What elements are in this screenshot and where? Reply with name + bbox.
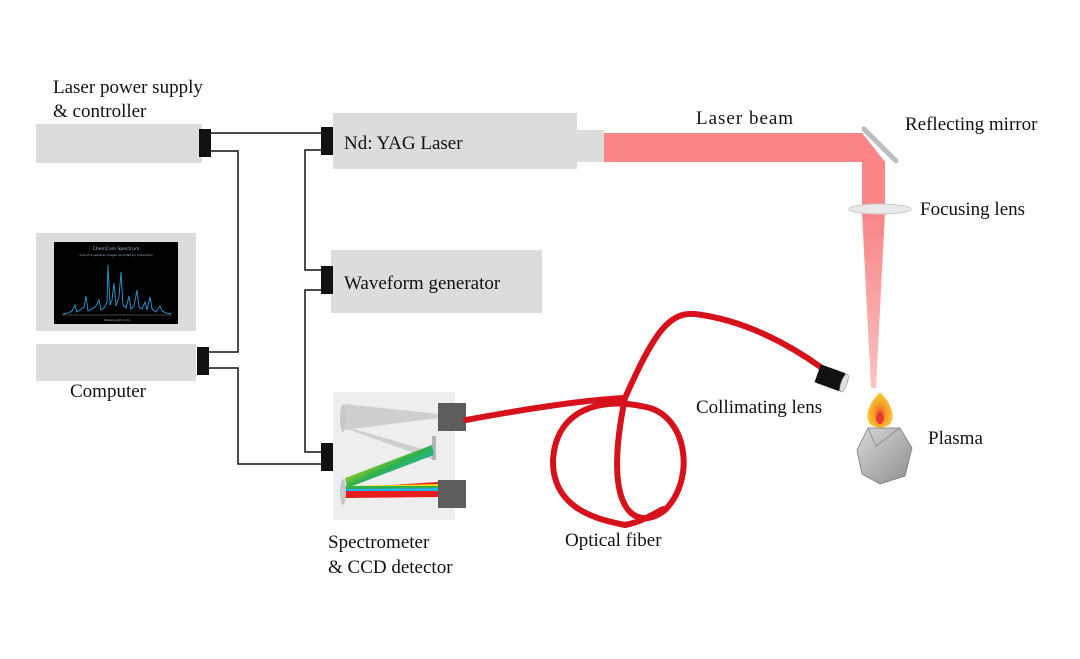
wire-waveform-to-spectrometer <box>304 289 321 453</box>
supply-connector <box>199 129 211 157</box>
reflecting-mirror-label: Reflecting mirror <box>905 114 1038 135</box>
laser-power-supply-box <box>36 124 202 163</box>
plasma-sample: Plasma <box>856 392 983 485</box>
optical-fiber: Optical fiber <box>463 310 825 551</box>
lens-icon <box>848 203 912 215</box>
focusing-lens-label: Focusing lens <box>920 199 1025 220</box>
collimating-mirror-icon <box>340 404 346 432</box>
reflecting-mirror: Reflecting mirror <box>861 114 1038 164</box>
rock-sample-icon <box>856 427 913 485</box>
spectrometer: Spectrometer & CCD detector <box>321 392 466 578</box>
wiring <box>209 132 321 465</box>
screen-xlabel: Wavelength (nm) <box>104 318 130 322</box>
nd-yag-laser-label: Nd: YAG Laser <box>344 133 463 154</box>
plasma-flame-icon <box>867 392 893 428</box>
nd-yag-laser: Nd: YAG Laser <box>321 113 604 169</box>
laser-beam-label: Laser beam <box>696 108 794 129</box>
laser-body <box>333 113 577 169</box>
spectrometer-label-1: Spectrometer <box>328 532 430 553</box>
wire-laser-to-waveform <box>304 149 321 271</box>
laser-aperture <box>577 130 604 162</box>
dispersed-spectrum-upper <box>345 445 434 488</box>
wire-supply-to-computer <box>209 150 239 353</box>
collimating-lens: Collimating lens <box>696 364 849 418</box>
dispersed-spectrum-lower-cyan <box>345 488 438 491</box>
screen-title: ChemCam Spectrum <box>93 246 140 252</box>
waveform-generator-label: Waveform generator <box>344 273 501 294</box>
wire-computer-to-spectrometer <box>209 367 321 465</box>
laser-beam-horizontal <box>604 133 885 162</box>
spectrometer-fold-beam <box>345 428 433 460</box>
plasma-label: Plasma <box>928 428 983 449</box>
fiber-cable <box>463 310 825 528</box>
waveform-generator-box <box>331 250 542 313</box>
waveform-generator: Waveform generator <box>321 250 542 313</box>
computer: ChemCam Spectrum One of a spectral image… <box>36 233 209 402</box>
ccd-detector <box>438 480 466 508</box>
computer-base <box>36 344 196 381</box>
laser-connector <box>321 127 333 155</box>
rock-facets <box>867 427 901 447</box>
plasma-core <box>876 412 884 424</box>
collimating-lens-body <box>814 364 846 392</box>
optical-fiber-label: Optical fiber <box>565 530 662 551</box>
screen-spectrum-line <box>62 264 172 315</box>
focusing-lens: Focusing lens <box>848 199 1025 220</box>
laser-power-supply-label-2: & controller <box>53 101 147 122</box>
computer-connector <box>197 347 209 375</box>
computer-label: Computer <box>70 381 147 402</box>
laser-beam-down <box>862 133 885 205</box>
spectrometer-connector <box>321 443 333 471</box>
mirror-icon <box>861 126 899 164</box>
collimating-lens-label: Collimating lens <box>696 397 822 418</box>
fiber-input-port <box>438 403 466 431</box>
laser-beam: Laser beam <box>604 108 885 388</box>
collimating-lens-glass <box>839 373 849 393</box>
laser-power-supply: Laser power supply & controller <box>36 77 211 163</box>
grating-icon <box>432 436 436 460</box>
waveform-connector <box>321 266 333 294</box>
laser-power-supply-label-1: Laser power supply <box>53 77 203 98</box>
spectrometer-label-2: & CCD detector <box>328 557 453 578</box>
focusing-mirror-icon <box>340 479 346 505</box>
laser-beam-focused <box>862 212 885 388</box>
spectrometer-input-beam <box>345 404 438 430</box>
screen-subtitle: One of a spectral images recorded by Che… <box>79 253 152 257</box>
